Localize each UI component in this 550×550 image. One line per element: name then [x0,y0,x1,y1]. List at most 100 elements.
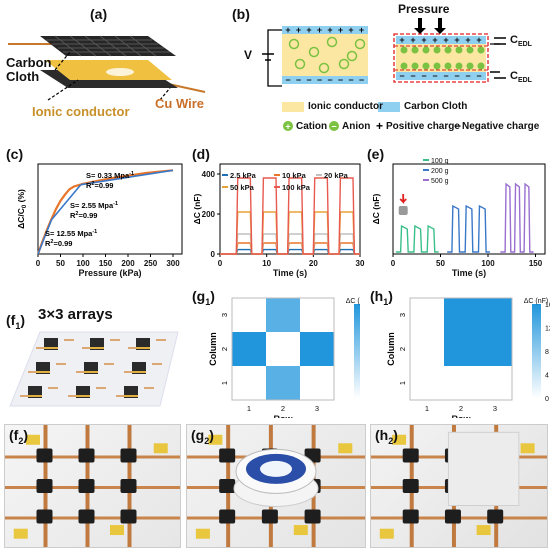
array-photo-with-block [371,425,547,547]
y-tick-label: 0 [211,250,216,259]
sensitivity-text: S= 0.33 Mpa-1 [86,171,134,180]
sensor-photo-8 [120,509,137,524]
panel-h2-label: (h2) [375,427,398,446]
colorbar [532,304,541,398]
y-axis-label: ΔC/C0 (%) [16,189,28,229]
plus-charge-top-2: + [306,25,311,35]
panel-g1: (g1) 123123RowColumn04812ΔC (nF) [190,288,375,424]
fit-line-0 [37,219,53,255]
plus-charge-right-7: + [476,35,481,45]
sensor-photo-2 [120,448,137,463]
kapton-tape [338,443,353,454]
x-tick-label: 0 [36,259,41,268]
panel-a: (a) Carbon Cloth Ionic conductor Cu Wire [0,0,210,135]
x-tick-label: 1 [425,404,429,413]
plus-charge-top-7: + [359,25,364,35]
legend-label-0: 100 g [431,158,449,165]
x-tick-label: 0 [391,259,396,268]
cedl-bottom-label: CEDL [510,70,532,85]
x-axis-label: Time (s) [452,268,486,278]
ionic-layer [28,395,42,397]
carbon-cloth-label-1: Carbon [6,55,52,70]
ion-left-4 [294,58,306,70]
anion-edl-2 [422,46,430,54]
cation-edl-6 [466,62,474,70]
y-axis-label: ΔC (nF) [192,194,202,225]
colorbar [354,304,363,398]
y-tick-label: 3 [398,313,407,317]
array-photo-bare [5,425,180,547]
x-tick-label: 150 [529,259,543,268]
sensor-illustration [8,35,206,101]
r2-text: R2=0.99 [45,239,72,248]
y-axis-label: ΔC (nF) [371,194,381,225]
heatmap-cell [232,332,266,366]
colorbar-title: ΔC (nF) [524,298,549,305]
y-tick-label: 1 [220,381,229,385]
minus-charge-bottom-3: − [317,75,322,85]
anion-edl-4 [444,46,452,54]
foam-block [447,431,520,507]
weight-icon [398,206,408,215]
minus-charge-bottom-2: − [306,75,311,85]
fit-line-1 [50,184,82,221]
colorbar-title: ΔC (nF) [346,298,360,305]
legend-cation: Cation [296,121,328,132]
colorbar-tick-label: 16 [545,302,550,309]
panel-b: (b) + − + − ++++++++−−−− [228,0,550,140]
cation-edl-1 [411,62,419,70]
plus-charge-right-4: + [443,35,448,45]
plus-charge-right-1: + [410,35,415,45]
kapton-tape [153,443,168,454]
x-axis-label: Time (s) [273,268,307,278]
sensor-photo-0 [219,448,236,463]
legend-label-2: 20 kPa [324,171,349,180]
heatmap-cell [478,298,512,332]
minus-charge-right-7: − [476,71,481,81]
panel-e-label: (e) [367,146,385,162]
sensitivity-text: S= 2.55 Mpa-1 [70,201,118,210]
x-tick-label: 250 [144,259,158,268]
sensor-photo-0 [36,448,53,463]
plus-charge-top-0: + [285,25,290,35]
minus-charge-right-5: − [454,71,459,81]
minus-charge-right-3: − [432,71,437,81]
legend-carbon: Carbon Cloth [404,101,468,112]
panel-f1-label: (f1) [6,312,26,331]
svg-text:+: + [285,122,290,132]
x-axis-label: Row [452,414,472,418]
carbon-cloth-label-2: Cloth [6,69,40,84]
heatmap-cell [266,332,300,366]
annotation-1: S= 2.55 Mpa-1R2=0.99 [70,201,118,220]
heatmap-cell [300,366,334,400]
y-tick-label: 1 [398,381,407,385]
panel-f1: (f1) 3×3 arrays [0,288,180,418]
sensor-photo-8 [304,509,321,524]
x-axis-label: Row [274,414,294,418]
legend-positive: Positive charge [386,121,460,132]
plus-charge-top-1: + [296,25,301,35]
sensor-photo-6 [219,509,236,524]
heatmap-cell [232,298,266,332]
photo-g2: (g2) [186,424,366,548]
ion-left-5 [318,62,330,74]
ion-left-2 [326,36,338,48]
sensor-photo-3 [402,479,419,493]
plot-frame [392,163,546,255]
voltage-label: V [244,48,253,62]
x-tick-label: 0 [218,259,223,268]
anion-edl-0 [400,46,408,54]
y-tick-label: 2 [398,347,407,351]
panel-c-label: (c) [6,146,24,162]
heatmap-g1: 123123RowColumn04812ΔC (nF) [208,297,375,424]
cation-edl-0 [400,62,408,70]
x-tick-label: 300 [166,259,180,268]
svg-text:−: − [331,122,336,132]
ionic-layer [76,395,90,397]
plus-charge-top-3: + [317,25,322,35]
heatmap-cell [478,332,512,366]
heatmap-cell [266,366,300,400]
sensor-photo-7 [261,509,278,524]
